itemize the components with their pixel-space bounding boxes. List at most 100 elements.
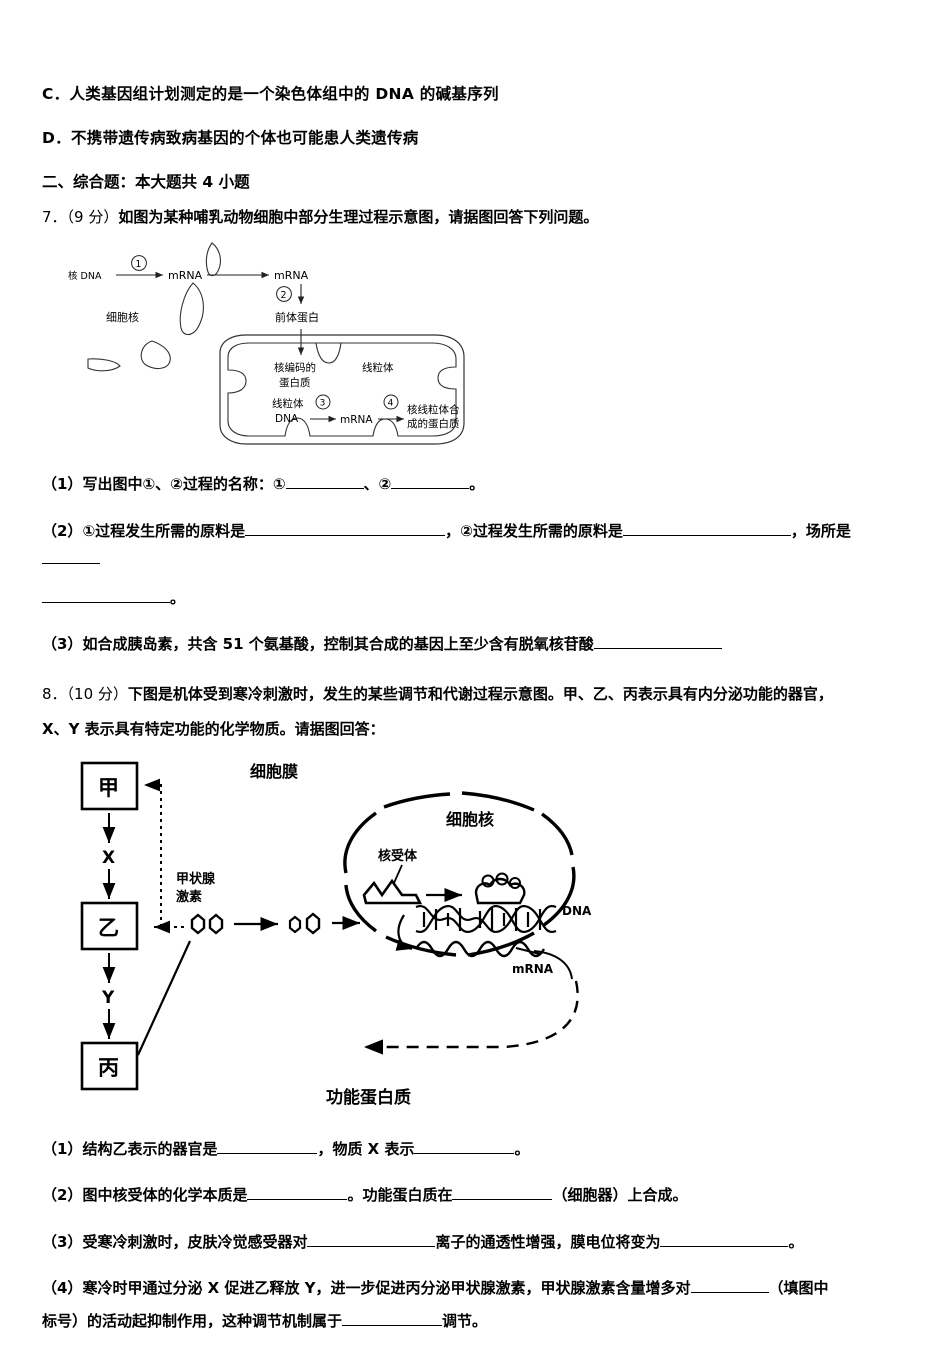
svg-text:蛋白质: 蛋白质 [279,376,311,389]
question-7-score: （9 分） [66,208,119,226]
q7-sub-1: （1）写出图中①、②过程的名称：① 、② 。 [42,470,908,499]
q7-sub-1-t3: 。 [469,475,485,493]
svg-text:细胞膜: 细胞膜 [250,762,298,781]
q7-blank-2d[interactable] [42,587,170,603]
q8-sub-2-t1: 图中核受体的化学本质是 [82,1186,248,1204]
q7-sub-2-cont: 。 [42,584,908,613]
q8-sub-2-t2: 。功能蛋白质在 [347,1186,453,1204]
q8-sub-1-id: （1） [42,1139,83,1158]
q8-sub-4-t4: 调节。 [442,1311,488,1330]
q7-blank-1a[interactable] [285,473,364,489]
question-8-stem-line2: X、Y 表示具有特定功能的化学物质。请据图回答： [42,719,385,738]
svg-text:mRNA: mRNA [512,962,554,976]
q7-blank-3a[interactable] [593,633,722,649]
q7-sub-2-t2: ，②过程发生所需的原料是 [445,521,623,540]
q7-sub-2: （2）①过程发生所需的原料是 ，②过程发生所需的原料是 ，场所是 [42,517,908,574]
svg-text:功能蛋白质: 功能蛋白质 [326,1087,411,1108]
figure-hormone-regulation: 甲 X 乙 Y 丙 甲状腺 激素 [64,755,704,1125]
q7-sub-3-id: （3） [42,635,83,653]
q8-sub-4-t2: （填图中 [768,1279,829,1297]
q8-sub-3-t2: 离子的通透性增强，膜电位将变为 [435,1232,661,1251]
svg-text:乙: 乙 [98,916,119,940]
q7-blank-2c[interactable] [42,548,100,564]
svg-text:核 DNA: 核 DNA [68,270,102,282]
svg-text:1: 1 [135,259,141,270]
option-c: C．人类基因组计划测定的是一个染色体组中的 DNA 的碱基序列 [42,82,908,104]
q8-blank-1a[interactable] [217,1138,318,1154]
svg-text:mRNA: mRNA [168,269,203,282]
q8-sub-1: （1）结构乙表示的器官是 ，物质 X 表示 。 [42,1135,908,1164]
q8-sub-2-t3: （细胞器）上合成。 [552,1186,688,1204]
q7-sub-2-t3: ，场所是 [790,521,851,540]
q8-blank-1b[interactable] [414,1138,515,1154]
svg-text:甲: 甲 [98,776,119,800]
q8-sub-1-t2: ，物质 X 表示 [317,1139,415,1158]
q8-sub-1-t1: 结构乙表示的器官是 [82,1139,218,1158]
section-heading: 二、综合题：本大题共 4 小题 [42,173,250,191]
q8-blank-4a[interactable] [690,1277,769,1293]
q8-sub-4-t3: 标号）的活动起抑制作用，这种调节机制属于 [42,1311,343,1330]
svg-text:核编码的: 核编码的 [274,361,316,374]
svg-text:细胞核: 细胞核 [446,810,494,829]
q7-sub-2-t1: ①过程发生所需的原料是 [82,521,246,540]
q8-sub-2-id: （2） [42,1186,83,1204]
svg-text:前体蛋白: 前体蛋白 [275,310,319,324]
q8-sub-2: （2）图中核受体的化学本质是 。功能蛋白质在 （细胞器）上合成。 [42,1181,908,1210]
q8-sub-4-id: （4） [42,1279,83,1297]
svg-text:细胞核: 细胞核 [106,310,139,324]
svg-text:核线粒体合: 核线粒体合 [407,403,460,416]
question-8-score: （10 分） [66,684,128,703]
q8-blank-3a[interactable] [307,1231,436,1247]
q7-sub-2-cont-text: 。 [170,588,186,607]
svg-text:线粒体: 线粒体 [272,397,304,410]
q8-blank-2a[interactable] [247,1184,348,1200]
q8-sub-3-t3: 。 [788,1232,804,1251]
option-d-text: 不携带遗传病致病基因的个体也可能患人类遗传病 [70,129,419,147]
q7-sub-3-t1: 如合成胰岛素，共含 51 个氨基酸，控制其合成的基因上至少含有脱氧核苷酸 [82,635,594,653]
question-7-number: 7． [42,208,67,226]
q7-blank-1b[interactable] [391,473,470,489]
q7-sub-3: （3）如合成胰岛素，共含 51 个氨基酸，控制其合成的基因上至少含有脱氧核苷酸 [42,630,908,659]
option-d: D．不携带遗传病致病基因的个体也可能患人类遗传病 [42,126,908,148]
question-8-stem-line1: 8．（10 分）下图是机体受到寒冷刺激时，发生的某些调节和代谢过程示意图。甲、乙… [42,681,908,708]
svg-text:4: 4 [388,399,394,409]
q8-sub-1-t3: 。 [514,1139,530,1158]
svg-text:mRNA: mRNA [274,269,309,282]
q8-blank-2b[interactable] [452,1184,553,1200]
question-7-stem: 7．（9 分）如图为某种哺乳动物细胞中部分生理过程示意图，请据图回答下列问题。 [42,204,908,231]
svg-text:甲状腺: 甲状腺 [176,871,216,887]
page-content: C．人类基因组计划测定的是一个染色体组中的 DNA 的碱基序列 D．不携带遗传病… [42,0,908,1353]
question-8-number: 8． [42,684,67,703]
q7-sub-1-t1: 写出图中①、②过程的名称：① [82,475,286,493]
option-c-text: 人类基因组计划测定的是一个染色体组中的 DNA 的碱基序列 [69,85,499,103]
q8-sub-3-t1: 受寒冷刺激时，皮肤冷觉感受器对 [82,1232,308,1251]
q7-sub-1-id: （1） [42,475,83,493]
option-d-label: D． [42,129,71,147]
q8-sub-3: （3）受寒冷刺激时，皮肤冷觉感受器对 离子的通透性增强，膜电位将变为 。 [42,1228,908,1257]
q8-blank-3b[interactable] [660,1231,789,1247]
q7-blank-2a[interactable] [245,520,446,536]
svg-text:2: 2 [281,290,287,301]
q7-sub-1-t2: 、② [363,475,392,493]
q8-blank-4b[interactable] [342,1310,443,1326]
q8-sub-3-id: （3） [42,1232,83,1251]
q7-blank-2b[interactable] [622,520,791,536]
question-8-text-1: 下图是机体受到寒冷刺激时，发生的某些调节和代谢过程示意图。甲、乙、丙表示具有内分… [127,684,833,703]
q7-sub-2-id: （2） [42,521,83,540]
svg-text:核受体: 核受体 [378,848,418,864]
svg-text:3: 3 [320,399,326,409]
svg-text:丙: 丙 [98,1056,119,1080]
svg-text:成的蛋白质: 成的蛋白质 [407,417,460,430]
svg-text:激素: 激素 [176,889,202,905]
svg-text:mRNA: mRNA [340,414,373,426]
svg-text:DNA: DNA [275,413,299,425]
q8-sub-4: （4）寒冷时甲通过分泌 X 促进乙释放 Y，进一步促进丙分泌甲状腺激素，甲状腺激… [42,1274,908,1303]
svg-text:X: X [102,848,115,868]
svg-text:DNA: DNA [562,904,592,918]
question-7-text: 如图为某种哺乳动物细胞中部分生理过程示意图，请据图回答下列问题。 [118,208,599,226]
figure-mitochondrion-protein-synthesis: 核 DNA 1 mRNA mRNA 细胞核 2 前体蛋白 核编码的 蛋 [60,241,480,456]
svg-text:Y: Y [101,988,115,1008]
option-c-label: C． [42,85,70,103]
q8-sub-4-t1: 寒冷时甲通过分泌 X 促进乙释放 Y，进一步促进丙分泌甲状腺激素，甲状腺激素含量… [82,1279,691,1297]
